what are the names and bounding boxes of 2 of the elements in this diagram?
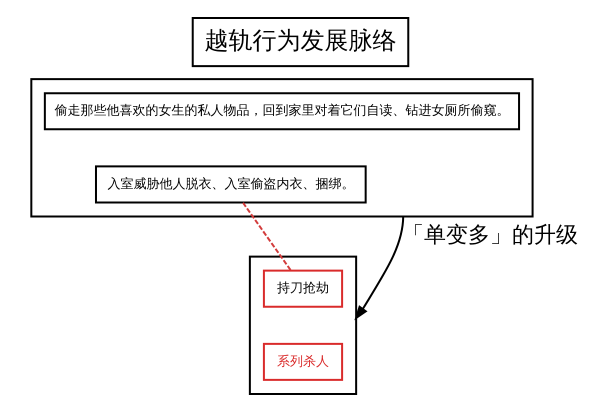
diagram-title: 越轨行为发展脉络 bbox=[204, 26, 396, 54]
edge-label: 「单变多」的升级 bbox=[401, 222, 578, 248]
